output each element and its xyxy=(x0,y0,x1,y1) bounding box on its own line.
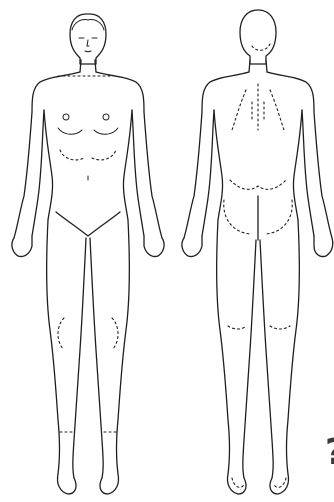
front-head xyxy=(70,14,106,64)
front-torso xyxy=(32,72,144,112)
front-waist xyxy=(44,110,132,220)
front-pelvis xyxy=(56,212,120,236)
front-right-leg xyxy=(90,220,129,478)
front-neck xyxy=(80,60,96,72)
back-heel-marks xyxy=(232,478,286,487)
front-left-leg xyxy=(47,220,86,478)
back-head xyxy=(240,10,276,64)
front-right-arm xyxy=(132,110,162,238)
back-left-arm xyxy=(184,110,214,238)
front-rib-marks xyxy=(60,150,116,160)
front-hairline xyxy=(72,19,104,30)
front-mouth xyxy=(85,51,91,52)
back-scalp-mark xyxy=(252,44,270,50)
front-left-hand xyxy=(12,236,32,257)
back-left-leg xyxy=(217,220,256,478)
back-sacral-mark xyxy=(230,180,286,189)
front-left-nipple xyxy=(63,114,69,120)
front-nose xyxy=(87,40,89,46)
front-view-figure xyxy=(12,14,164,494)
front-right-knee-mark xyxy=(112,318,118,350)
back-right-arm xyxy=(302,110,332,238)
back-view-figure xyxy=(182,10,333,494)
front-right-hand xyxy=(144,236,164,257)
back-knee-marks xyxy=(228,326,290,329)
front-left-knee-mark xyxy=(58,318,64,350)
back-right-leg xyxy=(260,220,299,478)
back-right-hand xyxy=(314,236,333,257)
front-breast-curves xyxy=(58,128,118,134)
back-neck xyxy=(249,60,267,72)
question-mark-label: ? xyxy=(325,435,334,471)
front-left-arm xyxy=(14,110,44,238)
front-right-nipple xyxy=(103,114,109,120)
back-left-hand xyxy=(182,236,202,257)
